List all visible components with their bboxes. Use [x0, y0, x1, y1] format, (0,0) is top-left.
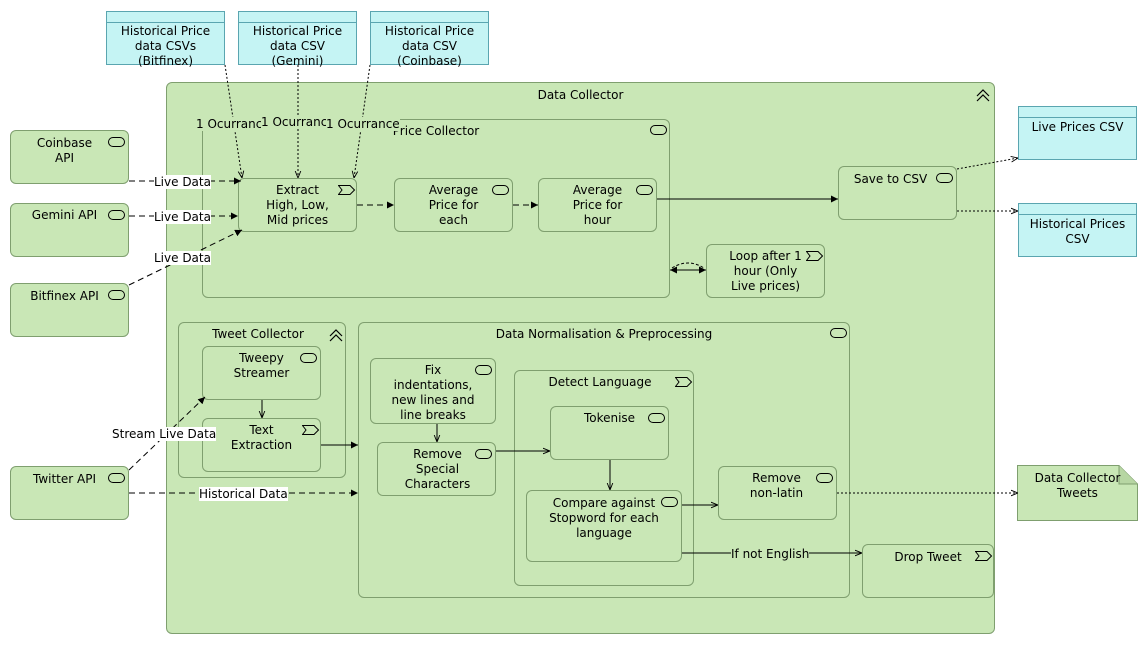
price-collector-title: Price Collector: [392, 124, 480, 138]
tweet-collector-title: Tweet Collector: [212, 327, 304, 341]
drop-tweet-label: Drop Tweet: [894, 550, 962, 564]
service-icon: [108, 210, 125, 220]
service-icon: [108, 137, 125, 147]
service-icon: [636, 185, 653, 195]
service-icon: [475, 365, 492, 375]
remove-special-service[interactable]: Remove Special Characters: [377, 442, 496, 496]
process-arrow-icon: [302, 425, 320, 435]
live-prices-csv-artifact[interactable]: Live Prices CSV: [1018, 106, 1137, 160]
edge-label-live-data-gemini: Live Data: [154, 210, 211, 224]
gemini-csv-artifact[interactable]: Historical Price data CSV (Gemini): [238, 11, 357, 68]
coinbase-api-label: Coinbase API: [36, 136, 93, 165]
historical-prices-csv-label: Historical Prices CSV: [1029, 217, 1126, 246]
artifact-header-line: [1019, 117, 1136, 118]
edge-label-occurrence-gemini: 1 Ocurrance: [261, 115, 335, 129]
service-icon: [300, 353, 317, 363]
bitfinex-api-box[interactable]: Bitfinex API: [10, 283, 129, 337]
loop-label: Loop after 1 hour (Only Live prices): [729, 249, 802, 293]
edge-label-live-data-bitfinex: Live Data: [154, 251, 211, 265]
tweets-file-label: Data Collector Tweets: [1034, 471, 1121, 500]
twitter-api-box[interactable]: Twitter API: [10, 466, 129, 520]
process-arrow-icon: [975, 551, 993, 561]
process-arrow-icon: [338, 185, 356, 195]
service-icon: [661, 497, 678, 507]
data-collector-title: Data Collector: [537, 88, 624, 102]
remove-special-label: Remove Special Characters: [404, 447, 471, 491]
remove-nonlatin-label: Remove non-latin: [749, 471, 804, 500]
edge-label-live-data-coinbase: Live Data: [154, 175, 211, 189]
chevron-up-icon: [329, 329, 343, 342]
fix-indentations-label: Fix indentations, new lines and line bre…: [391, 363, 475, 422]
extract-prices-process[interactable]: Extract High, Low, Mid prices: [238, 178, 357, 232]
save-to-csv-service[interactable]: Save to CSV: [838, 166, 957, 220]
service-icon: [830, 328, 847, 338]
historical-prices-csv-artifact[interactable]: Historical Prices CSV: [1018, 203, 1137, 257]
process-arrow-icon: [806, 251, 824, 261]
gemini-api-box[interactable]: Gemini API: [10, 203, 129, 257]
service-icon: [108, 290, 125, 300]
artifact-header-line: [371, 22, 488, 23]
coinbase-api-box[interactable]: Coinbase API: [10, 130, 129, 184]
service-icon: [108, 473, 125, 483]
service-icon: [650, 125, 667, 135]
bitfinex-csv-label: Historical Price data CSVs (Bitfinex): [120, 24, 211, 68]
edge-label-occurrence-coinbase: 1 Ocurrance: [326, 117, 400, 131]
average-price-hour-service[interactable]: Average Price for hour: [538, 178, 657, 232]
artifact-header-line: [107, 22, 224, 23]
edge-label-if-not-english: If not English: [731, 547, 810, 561]
remove-nonlatin-service[interactable]: Remove non-latin: [718, 466, 837, 520]
process-arrow-icon: [675, 377, 693, 387]
edge-label-historical-data: Historical Data: [199, 487, 288, 501]
twitter-api-label: Twitter API: [32, 472, 97, 486]
average-price-hour-label: Average Price for hour: [572, 183, 623, 227]
tokenise-service[interactable]: Tokenise: [550, 406, 669, 460]
drop-tweet-process[interactable]: Drop Tweet: [862, 544, 994, 598]
detect-language-title: Detect Language: [548, 375, 652, 389]
normalisation-title: Data Normalisation & Preprocessing: [495, 327, 713, 341]
artifact-header-line: [1019, 214, 1136, 215]
average-price-each-service[interactable]: Average Price for each: [394, 178, 513, 232]
service-icon: [816, 473, 833, 483]
edge-label-stream-live-data: Stream Live Data: [112, 427, 217, 441]
artifact-header-line: [239, 22, 356, 23]
average-price-each-label: Average Price for each: [428, 183, 479, 227]
tweepy-streamer-service[interactable]: Tweepy Streamer: [202, 346, 321, 400]
gemini-api-label: Gemini API: [31, 208, 98, 222]
save-to-live-csv: [956, 158, 1018, 170]
tweepy-streamer-label: Tweepy Streamer: [233, 351, 290, 380]
fix-indentations-service[interactable]: Fix indentations, new lines and line bre…: [370, 358, 496, 424]
edge-label-occurrence-bitfinex: 1 Ocurrance: [196, 117, 270, 131]
coinbase-csv-artifact[interactable]: Historical Price data CSV (Coinbase): [370, 11, 489, 68]
tokenise-label: Tokenise: [583, 411, 636, 425]
service-icon: [648, 413, 665, 423]
bitfinex-api-label: Bitfinex API: [30, 289, 99, 303]
save-to-csv-label: Save to CSV: [853, 172, 928, 186]
coinbase-csv-label: Historical Price data CSV (Coinbase): [384, 24, 475, 68]
text-extraction-process[interactable]: Text Extraction: [202, 418, 321, 472]
loop-process[interactable]: Loop after 1 hour (Only Live prices): [706, 244, 825, 298]
service-icon: [492, 185, 509, 195]
service-icon: [936, 173, 953, 183]
live-prices-csv-label: Live Prices CSV: [1031, 120, 1124, 134]
tweets-file-artifact[interactable]: [1017, 465, 1139, 522]
text-extraction-label: Text Extraction: [230, 423, 293, 452]
compare-stopword-label: Compare against Stopword for each langua…: [549, 496, 659, 540]
gemini-csv-label: Historical Price data CSV (Gemini): [252, 24, 343, 68]
service-icon: [475, 449, 492, 459]
extract-prices-label: Extract High, Low, Mid prices: [266, 183, 329, 227]
chevron-up-icon: [976, 89, 990, 102]
bitfinex-csv-artifact[interactable]: Historical Price data CSVs (Bitfinex): [106, 11, 225, 68]
loop-arc: [671, 262, 705, 269]
compare-stopword-service[interactable]: Compare against Stopword for each langua…: [526, 490, 682, 562]
